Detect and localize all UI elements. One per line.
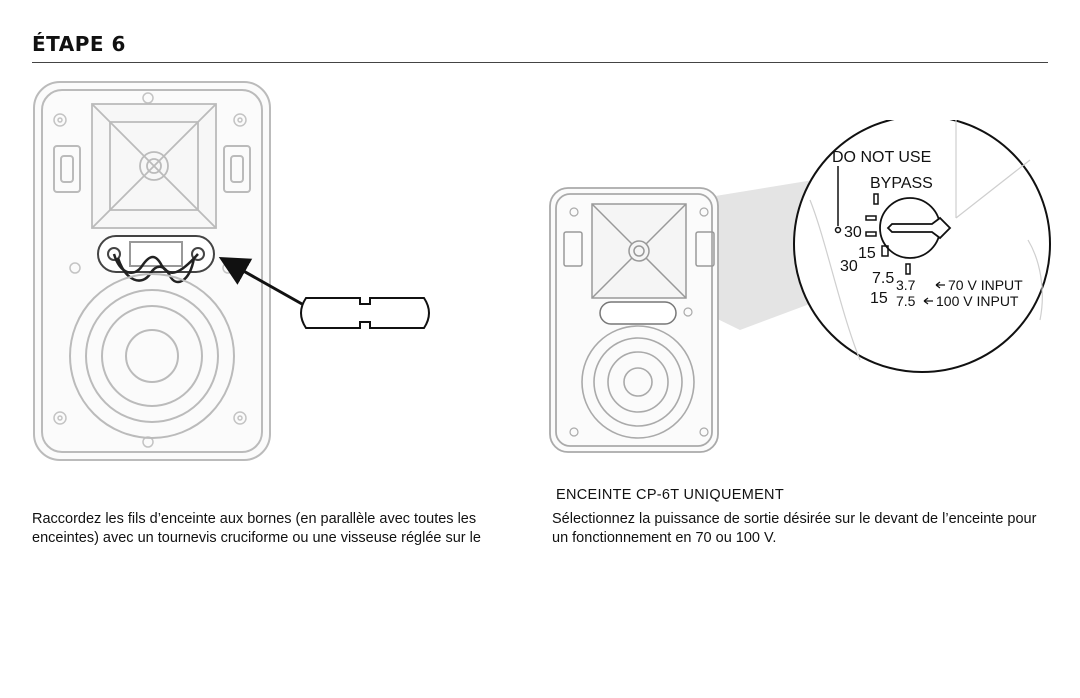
small-side-ports bbox=[563, 231, 715, 267]
zoom-background-lines bbox=[809, 120, 1043, 361]
tap-selector-illustration: DO NOT USE BYPASS 30 30 15 7.5 15 3.7 70… bbox=[549, 120, 1051, 453]
blank-label-box bbox=[300, 297, 430, 329]
tap-markers bbox=[834, 166, 911, 275]
bypass-label: BYPASS bbox=[870, 175, 933, 192]
input-70v-label: 70 V INPUT bbox=[948, 277, 1023, 293]
small-woofer bbox=[581, 325, 695, 439]
input-arrows bbox=[923, 281, 945, 305]
side-ports bbox=[53, 145, 251, 193]
selector-labels: DO NOT USE BYPASS 30 30 15 7.5 15 3.7 70… bbox=[832, 149, 1023, 309]
callout-arrow bbox=[218, 257, 303, 306]
title-divider bbox=[32, 62, 1048, 63]
input-100v-label: 100 V INPUT bbox=[936, 293, 1019, 309]
tap-3-7-label: 3.7 bbox=[896, 277, 916, 293]
tap-30-label-2: 30 bbox=[840, 258, 858, 275]
tap-7-5-label-2: 7.5 bbox=[896, 293, 916, 309]
small-tweeter bbox=[591, 203, 687, 299]
woofer bbox=[69, 273, 235, 439]
tweeter-horn bbox=[91, 103, 217, 229]
right-caption: Sélectionnez la puissance de sortie dési… bbox=[552, 511, 1037, 546]
speaker-wiring-illustration bbox=[33, 81, 430, 461]
small-terminal-plate bbox=[599, 301, 677, 325]
left-caption: Raccordez les fils d’enceinte aux bornes… bbox=[32, 511, 481, 546]
tap-selector-knob bbox=[879, 197, 952, 259]
right-subheading: ENCEINTE CP-6T UNIQUEMENT bbox=[556, 487, 784, 503]
tap-15-label-2: 15 bbox=[870, 290, 888, 307]
tap-7-5-label: 7.5 bbox=[872, 270, 894, 287]
do-not-use-label: DO NOT USE bbox=[832, 149, 931, 166]
corner-screws bbox=[53, 92, 247, 448]
tap-15-label: 15 bbox=[858, 245, 876, 262]
page-title: ÉTAPE 6 bbox=[32, 32, 126, 56]
tap-30-label: 30 bbox=[844, 224, 862, 241]
